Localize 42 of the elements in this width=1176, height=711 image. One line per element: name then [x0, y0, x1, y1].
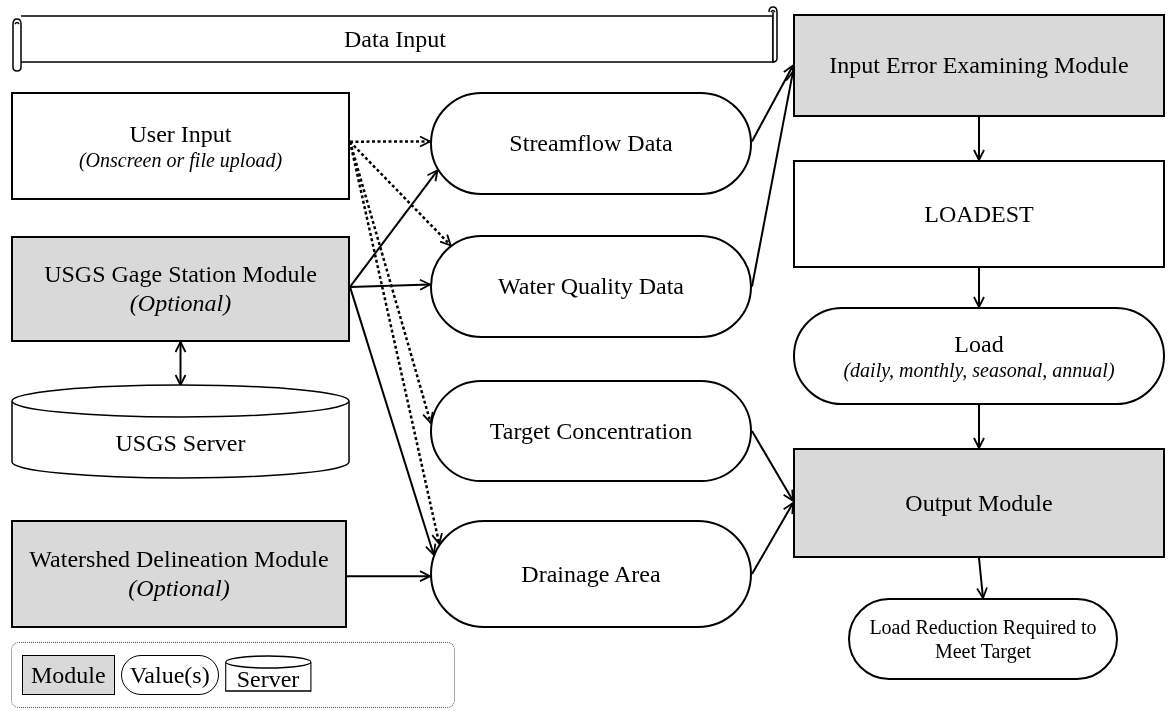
module-box: [11, 520, 347, 628]
banner-scroll: [12, 6, 778, 72]
module-box: [793, 448, 1165, 558]
node-label: USGS Gage Station Module (Optional): [43, 260, 318, 318]
arrow: [349, 278, 432, 291]
arrow: [346, 570, 432, 583]
node-label: Watershed Delineation Module (Optional): [28, 545, 330, 603]
arrow: [976, 557, 988, 599]
legend-label: Value(s): [129, 661, 210, 689]
node-label: Streamflow Data: [509, 129, 673, 158]
dotted-arrow: [350, 135, 431, 148]
node-label: Output Module: [905, 488, 1053, 518]
arrow: [973, 404, 985, 449]
node-note: (Onscreen or file upload): [78, 148, 283, 172]
node-label: Load Reduction Required to Meet Target: [868, 615, 1098, 663]
arrow: [349, 169, 439, 288]
arrow: [973, 116, 985, 161]
arrow: [973, 267, 985, 308]
node-label: Target Concentration: [489, 416, 693, 446]
node-note: (daily, monthly, seasonal, annual): [843, 358, 1115, 382]
process-box: [793, 160, 1165, 268]
arrow: [174, 341, 187, 386]
node-label: Input Error Examining Module: [829, 51, 1129, 80]
node-label: Drainage Area: [521, 559, 661, 589]
legend-label: Module: [31, 661, 106, 689]
module-box: [11, 236, 350, 342]
module-box: [793, 14, 1165, 117]
value-pill: [430, 92, 752, 195]
node-label: Load: [954, 330, 1004, 359]
legend-label: Server: [236, 665, 300, 693]
value-pill: [430, 520, 752, 628]
node-label: USGS Server: [115, 429, 246, 458]
node-label: User Input: [129, 120, 232, 149]
arrow: [751, 430, 794, 502]
server-cylinder: [11, 385, 350, 478]
node-label: LOADEST: [924, 199, 1034, 229]
process-box: [11, 92, 350, 200]
dotted-arrow: [349, 140, 452, 247]
arrow: [751, 64, 794, 143]
node-label: Water Quality Data: [498, 272, 684, 301]
node-label: Data Input: [344, 24, 446, 54]
arrow: [751, 502, 794, 575]
